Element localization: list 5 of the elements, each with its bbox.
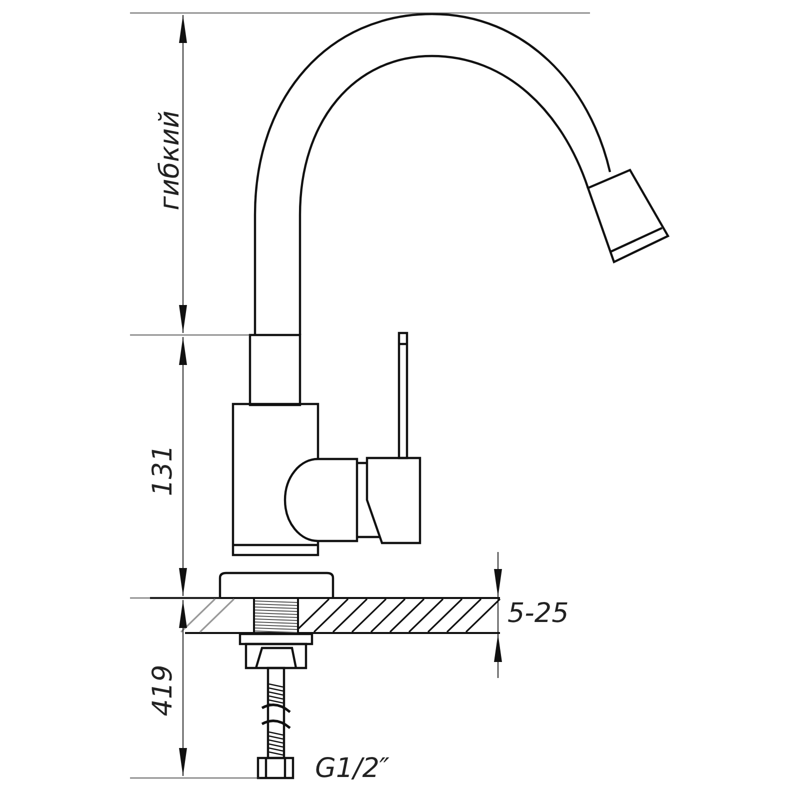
thread-size-label: G1/2″ (315, 754, 390, 782)
dimension-label: 131 (149, 444, 176, 496)
dimension-label: 5-25 (508, 600, 569, 626)
dimension-label: 419 (149, 664, 176, 716)
dimension-label: гибкий (156, 110, 184, 210)
